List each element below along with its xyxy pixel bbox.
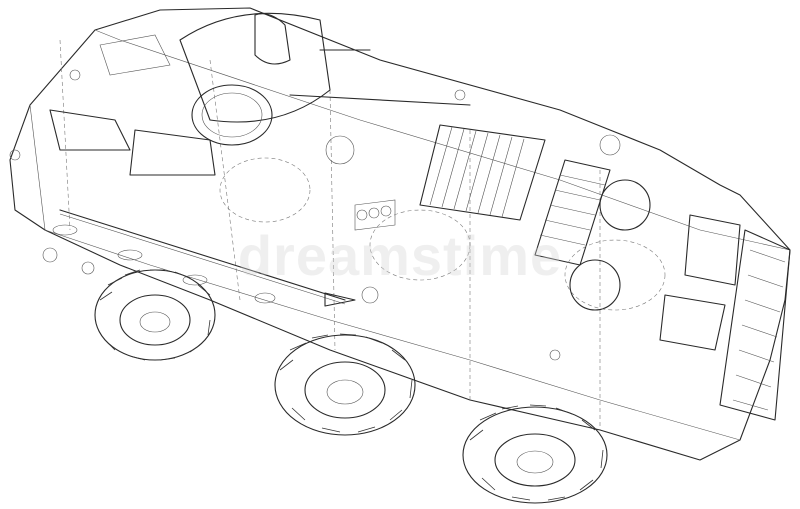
wheel-middle bbox=[274, 333, 416, 436]
rear-covers bbox=[569, 134, 651, 311]
wheel-rear bbox=[462, 404, 608, 504]
engine-grille-left bbox=[419, 124, 546, 221]
hidden-wheels bbox=[219, 157, 666, 311]
hull bbox=[9, 7, 791, 461]
front-details bbox=[9, 69, 561, 361]
wheel-front bbox=[94, 269, 216, 361]
side-rail bbox=[59, 209, 356, 307]
watermark-text: dreamstime bbox=[238, 224, 562, 287]
front-hatches bbox=[49, 34, 216, 176]
turret bbox=[179, 12, 471, 165]
rear-stowage-boxes bbox=[659, 214, 741, 351]
side-vents bbox=[52, 199, 396, 304]
rear-ladder bbox=[719, 229, 791, 421]
watermark: dreamstime bbox=[238, 224, 562, 287]
